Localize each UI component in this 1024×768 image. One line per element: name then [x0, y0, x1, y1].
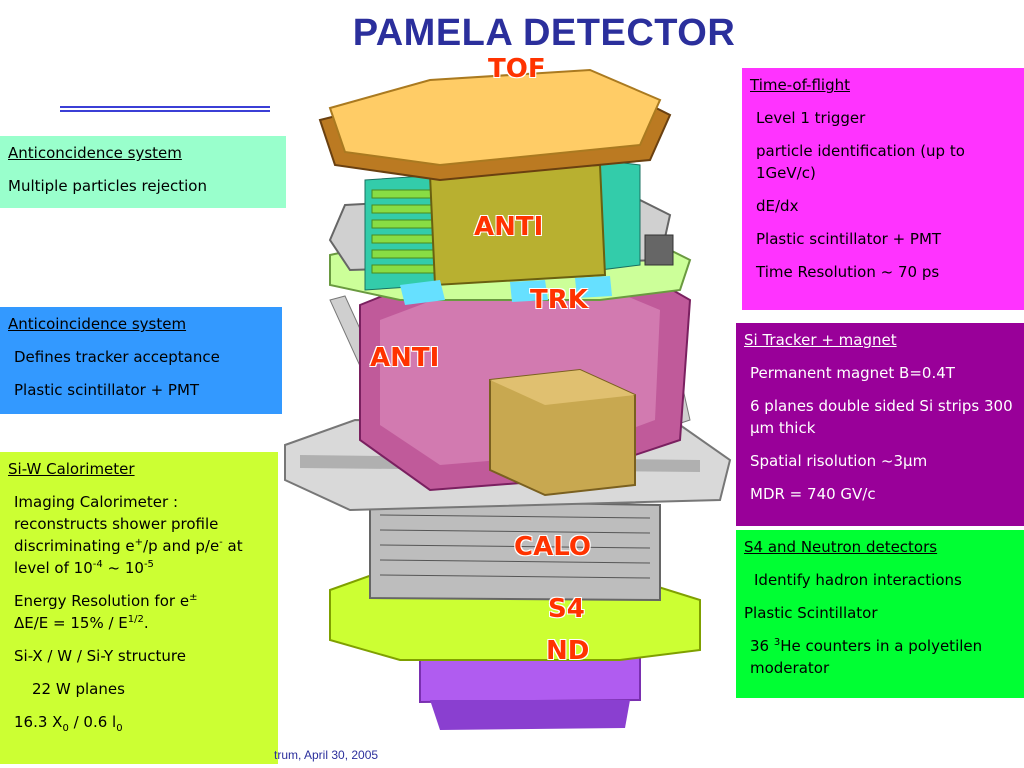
anti-top-label: ANTI	[474, 212, 544, 242]
anti-mid-label: ANTI	[370, 343, 440, 373]
s4-line-3: 36 3He counters in a polyetilen moderato…	[750, 637, 983, 677]
s4-label: S4	[548, 594, 585, 624]
anticoncidence-heading: Anticoncidence system	[8, 144, 182, 162]
anticoncidence-line: Multiple particles rejection	[8, 177, 207, 195]
tof-line-2: particle identification (up to 1GeV/c)	[756, 142, 965, 182]
tof-line-1: Level 1 trigger	[756, 109, 866, 127]
page-title: PAMELA DETECTOR	[352, 12, 736, 54]
tof-line-5: Time Resolution ~ 70 ps	[756, 263, 940, 281]
calorimeter-line-5: 16.3 X0 / 0.6 l0	[14, 713, 123, 734]
calorimeter-line-2: Energy Resolution for e±ΔE/E = 15% / E1/…	[14, 592, 198, 632]
s4-heading: S4 and Neutron detectors	[744, 538, 938, 556]
tof-line-3: dE/dx	[756, 197, 799, 215]
nd-label: ND	[546, 636, 590, 666]
s4-line-1: Identify hadron interactions	[754, 571, 962, 589]
tracker-info-box: Si Tracker + magnet Permanent magnet B=0…	[736, 323, 1024, 526]
s4-line-2: Plastic Scintillator	[744, 604, 878, 622]
tof-line-4: Plastic scintillator + PMT	[756, 230, 942, 248]
calorimeter-line-1: Imaging Calorimeter : reconstructs showe…	[14, 493, 243, 577]
tof-label: TOF	[488, 54, 546, 84]
tracker-heading: Si Tracker + magnet	[744, 331, 897, 349]
title-underline	[60, 106, 270, 113]
calo-label: CALO	[514, 532, 591, 562]
anticoincidence-heading: Anticoincidence system	[8, 315, 187, 333]
tracker-line-3: Spatial risolution ~3μm	[750, 452, 928, 470]
tracker-line-1: Permanent magnet B=0.4T	[750, 364, 955, 382]
trk-label: TRK	[530, 285, 588, 315]
calorimeter-line-3: Si-X / W / Si-Y structure	[14, 647, 186, 665]
footer-text: trum, April 30, 2005	[274, 748, 379, 762]
tracker-line-4: MDR = 740 GV/c	[750, 485, 876, 503]
tof-info-box: Time-of-flight Level 1 trigger particle …	[742, 68, 1024, 310]
calorimeter-line-4: 22 W planes	[32, 680, 125, 698]
tof-heading: Time-of-flight	[750, 76, 850, 94]
detector-illustration	[284, 68, 732, 730]
anticoincidence-info-box: Anticoincidence system Defines tracker a…	[0, 307, 282, 414]
tracker-line-2: 6 planes double sided Si strips 300 μm t…	[750, 397, 1013, 437]
anticoncidence-info-box: Anticoncidence system Multiple particles…	[0, 136, 286, 208]
calorimeter-heading: Si-W Calorimeter	[8, 460, 135, 478]
anticoincidence-line-1: Defines tracker acceptance	[14, 348, 220, 366]
s4-info-box: S4 and Neutron detectors Identify hadron…	[736, 530, 1024, 698]
anticoincidence-line-2: Plastic scintillator + PMT	[14, 381, 200, 399]
calorimeter-info-box: Si-W Calorimeter Imaging Calorimeter : r…	[0, 452, 278, 764]
